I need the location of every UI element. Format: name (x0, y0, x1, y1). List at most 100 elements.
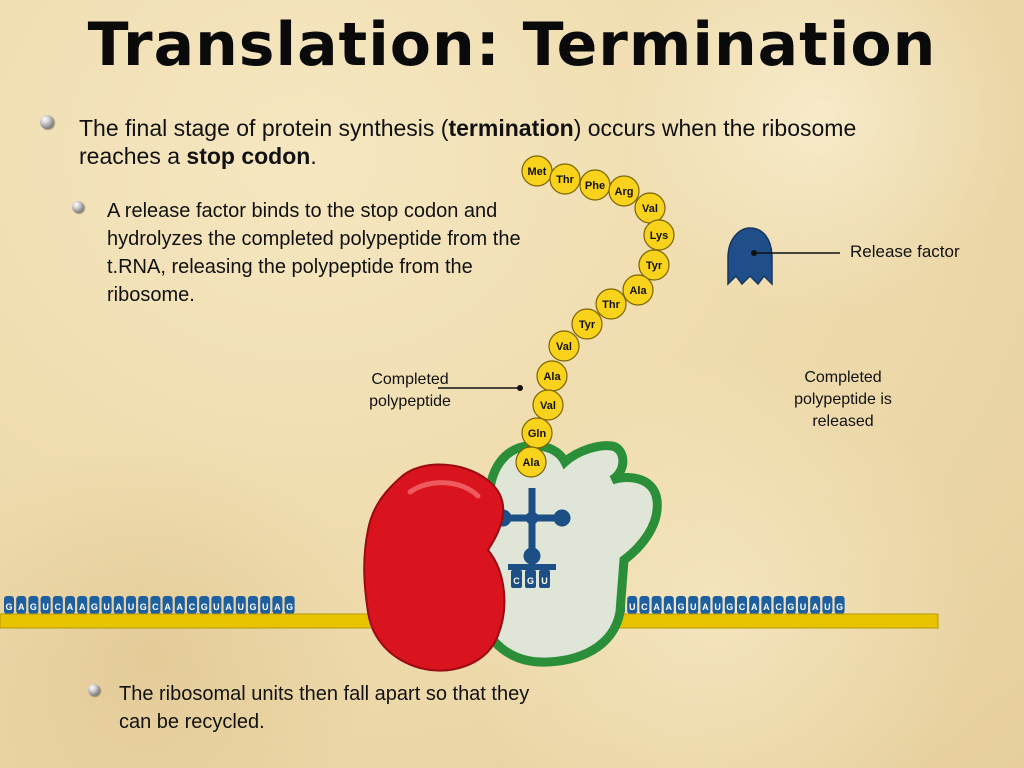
main-text-end: . (310, 143, 317, 169)
mrna-base-label: C (152, 602, 159, 612)
mrna-base: G (284, 596, 295, 614)
main-text-before: The final stage of protein synthesis ( (79, 115, 449, 141)
mrna-base-label: A (164, 602, 171, 612)
mrna-base: G (248, 596, 258, 614)
amino-acid-label: Lys (650, 230, 669, 242)
anticodon-base-label: U (541, 576, 548, 586)
mrna-base: A (700, 596, 711, 614)
mrna-base-label: C (739, 602, 746, 612)
anticodon-base: U (539, 570, 550, 588)
mrna-base: U (126, 596, 136, 614)
mrna-base: U (712, 596, 723, 614)
amino-acid-bead: Thr (549, 163, 581, 195)
mrna-base: A (651, 596, 662, 614)
mrna-base: A (174, 596, 185, 614)
mrna-base: U (798, 596, 808, 614)
mrna-base: U (627, 596, 638, 614)
mrna-base-label: A (177, 602, 184, 612)
mrna-base-label: A (18, 602, 25, 612)
mrna-base-label: G (201, 602, 208, 612)
mrna-base: C (639, 596, 650, 614)
mrna-base-label: G (787, 602, 794, 612)
main-bullet-text: The final stage of protein synthesis (te… (79, 114, 929, 170)
leader-dot (517, 385, 523, 391)
mrna-base-label: A (763, 602, 770, 612)
mrna-base: A (761, 596, 772, 614)
polypeptide-released-label: Completed polypeptide is released (794, 369, 892, 430)
anticodon-base: C (511, 570, 522, 588)
amino-acid-label: Val (556, 341, 572, 353)
mrna-base-label: A (812, 602, 819, 612)
amino-acid-bead: Val (532, 389, 564, 421)
mrna-base: A (272, 596, 283, 614)
mrna-base-label: A (666, 602, 673, 612)
anticodon-base-label: C (513, 576, 520, 586)
anticodon-base: G (525, 570, 536, 588)
mrna-base-label: U (262, 602, 269, 612)
amino-acid-bead: Met (521, 155, 553, 187)
amino-acid-bead: Tyr (638, 249, 670, 281)
mrna-base: G (4, 596, 14, 614)
amino-acid-label: Thr (602, 299, 620, 311)
amino-acid-label: Ala (522, 457, 540, 469)
amino-acid-bead: Phe (579, 169, 611, 201)
mrna-base-label: A (702, 602, 709, 612)
mrna-base-label: A (116, 602, 123, 612)
mrna-base-label: U (629, 602, 636, 612)
mrna-base: A (223, 596, 234, 614)
large-ribosomal-subunit (363, 463, 506, 672)
mrna-base: C (52, 596, 63, 614)
trna (494, 488, 571, 570)
amino-acid-label: Ala (543, 371, 561, 383)
mrna-base-label: C (189, 602, 196, 612)
mrna-base: G (724, 596, 735, 614)
amino-acid-label: Gln (528, 428, 547, 440)
mrna-base-label: A (653, 602, 660, 612)
stop-codon-term: stop codon (186, 143, 311, 169)
bullet-icon (72, 201, 84, 213)
amino-acid-label: Val (642, 203, 658, 215)
mrna-base-label: A (67, 602, 74, 612)
amino-acid-label: Tyr (579, 319, 596, 331)
mrna-base: A (663, 596, 674, 614)
bullet-icon (88, 684, 100, 696)
mrna-base: U (688, 596, 699, 614)
amino-acid-bead: Lys (643, 219, 675, 251)
recycle-bullet-text: The ribosomal units then fall apart so t… (119, 683, 530, 733)
mrna-base: C (150, 596, 161, 614)
mrna-base-label: G (5, 602, 12, 612)
mrna-base: A (113, 596, 124, 614)
release-factor-bullet-text: A release factor binds to the stop codon… (107, 200, 521, 306)
mrna-base: U (211, 596, 222, 614)
mrna-base-label: A (79, 602, 86, 612)
mrna-base: U (40, 596, 51, 614)
mrna-base: A (162, 596, 173, 614)
slide-title: Translation: Termination (87, 10, 937, 80)
amino-acid-bead: Arg (608, 175, 640, 207)
amino-acid-bead: Val (548, 330, 580, 362)
mrna-base-label: G (677, 602, 684, 612)
mrna-base-label: A (274, 602, 281, 612)
mrna-base: G (89, 596, 100, 614)
amino-acid-label: Ala (629, 285, 647, 297)
small-ribosomal-subunit (471, 441, 662, 667)
mrna-base-label: C (641, 602, 648, 612)
mrna-base-label: G (30, 602, 37, 612)
main-text-middle: ) occurs when the ribosome reaches a (79, 115, 857, 169)
mrna-base-label: U (42, 602, 49, 612)
amino-acid-bead: Ala (622, 274, 654, 306)
mrna-base: U (101, 596, 112, 614)
amino-acid-label: Arg (615, 186, 634, 198)
termination-term: termination (448, 115, 574, 141)
mrna-base: A (16, 596, 27, 614)
amino-acid-label: Val (540, 400, 556, 412)
mrna-base-label: U (238, 602, 245, 612)
mrna-base-label: U (714, 602, 721, 612)
mrna-base-label: U (128, 602, 135, 612)
mrna-base: C (187, 596, 197, 614)
release-factor-shape (727, 227, 840, 286)
amino-acid-bead: Thr (595, 288, 627, 320)
bullet-icon (40, 115, 54, 129)
amino-acid-label: Tyr (646, 260, 663, 272)
